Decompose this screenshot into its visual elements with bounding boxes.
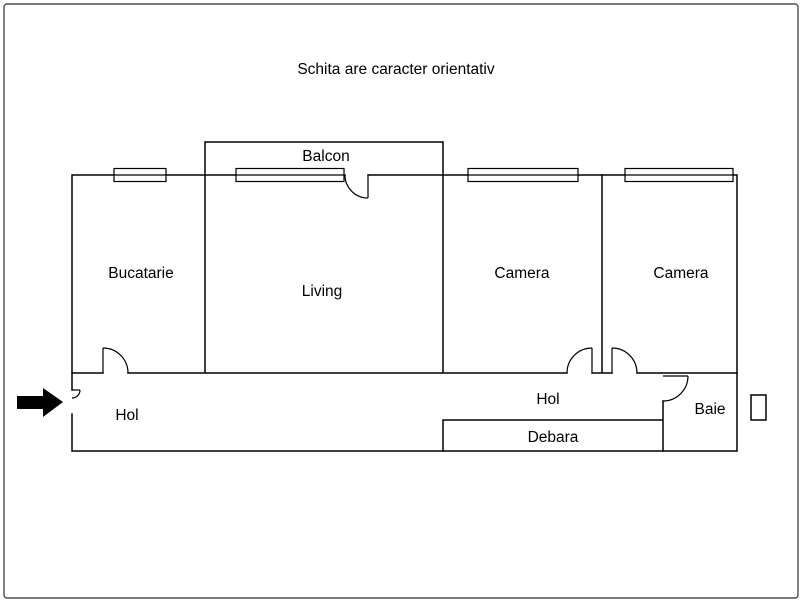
room-label-balcon: Balcon xyxy=(302,148,349,165)
door-arc xyxy=(344,174,369,199)
interior-walls xyxy=(71,174,738,452)
window-balcon xyxy=(235,167,345,183)
page-border xyxy=(3,3,799,599)
door-arc xyxy=(71,389,81,399)
balcon-walls xyxy=(204,141,444,176)
room-label-debara: Debara xyxy=(528,429,579,446)
window-camera-1 xyxy=(467,167,579,183)
door-bucatarie xyxy=(102,347,129,374)
entrance-arrow-icon xyxy=(17,388,63,417)
room-label-camera-1: Camera xyxy=(494,265,550,282)
room-label-bucatarie: Bucatarie xyxy=(108,265,173,282)
window-bucatarie xyxy=(113,167,167,183)
door-arc xyxy=(102,347,129,374)
outer-walls xyxy=(71,174,738,452)
door-balcon xyxy=(344,174,369,199)
room-label-baie: Baie xyxy=(694,401,725,418)
door-entrance xyxy=(71,389,81,399)
room-label-hol-left: Hol xyxy=(115,407,138,424)
door-arc xyxy=(611,347,638,374)
room-label-camera-2: Camera xyxy=(653,265,709,282)
door-camera-2 xyxy=(611,347,638,374)
door-camera-1 xyxy=(566,347,593,374)
door-arc xyxy=(662,375,689,402)
baie-window xyxy=(750,394,767,421)
door-baie xyxy=(662,375,689,402)
room-label-living: Living xyxy=(302,283,343,300)
title: Schita are caracter orientativ xyxy=(297,61,495,78)
window-camera-2 xyxy=(624,167,734,183)
room-label-hol-right: Hol xyxy=(536,391,559,408)
door-arc xyxy=(566,347,593,374)
